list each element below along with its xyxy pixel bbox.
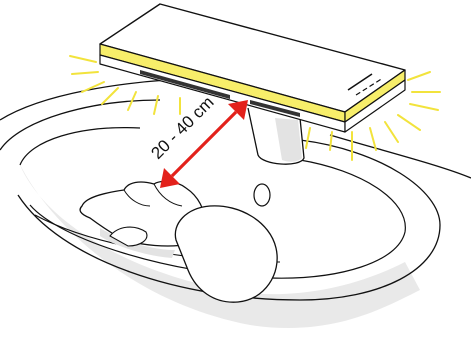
overflow-hole [254, 184, 270, 206]
distance-label: 20 - 40 cm [147, 93, 217, 163]
